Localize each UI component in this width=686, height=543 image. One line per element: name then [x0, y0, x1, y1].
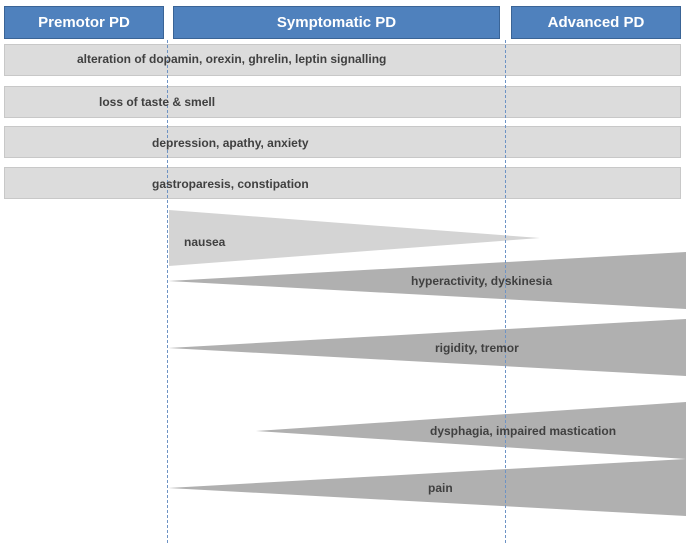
- band-signalling: [4, 44, 681, 76]
- wedge-dysphagia: [256, 402, 686, 459]
- phase-header-symptomatic: Symptomatic PD: [173, 6, 500, 39]
- wedge-pain: [168, 459, 686, 516]
- band-mood: [4, 126, 681, 158]
- band-label-mood: depression, apathy, anxiety: [152, 136, 309, 150]
- phase-divider-1: [167, 40, 168, 543]
- phase-header-advanced: Advanced PD: [511, 6, 681, 39]
- phase-header-premotor: Premotor PD: [4, 6, 164, 39]
- band-taste-smell: [4, 86, 681, 118]
- wedge-label-nausea: nausea: [184, 235, 226, 249]
- band-label-taste-smell: loss of taste & smell: [99, 95, 216, 109]
- wedge-label-dysphagia: dysphagia, impaired mastication: [430, 424, 617, 438]
- wedge-label-rigidity: rigidity, tremor: [435, 341, 519, 355]
- phase-header-premotor-label: Premotor PD: [38, 14, 130, 31]
- phase-header-advanced-label: Advanced PD: [547, 14, 645, 31]
- phase-header-symptomatic-label: Symptomatic PD: [276, 14, 397, 31]
- band-label-gastro: gastroparesis, constipation: [152, 177, 309, 191]
- wedge-rigidity: [168, 319, 686, 376]
- wedge-hyperactivity: [168, 252, 686, 309]
- phase-divider-2: [505, 40, 506, 543]
- wedge-nausea: [169, 210, 540, 266]
- band-label-signalling: alteration of dopamin, orexin, ghrelin, …: [77, 52, 387, 66]
- wedge-label-hyperactivity: hyperactivity, dyskinesia: [411, 274, 553, 288]
- wedge-label-pain: pain: [428, 481, 453, 495]
- band-gastro: [4, 167, 681, 199]
